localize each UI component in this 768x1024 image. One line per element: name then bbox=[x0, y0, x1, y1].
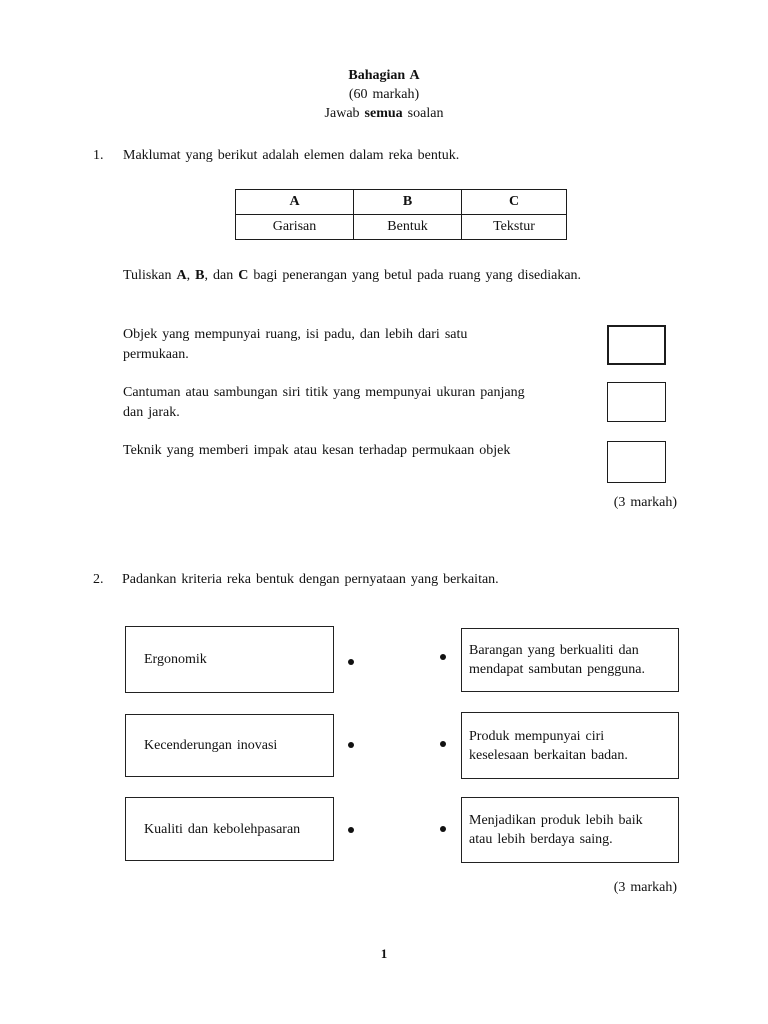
match-right-box-1[interactable]: Barangan yang berkualiti dan mendapat sa… bbox=[461, 628, 679, 692]
match-point-right-2[interactable] bbox=[440, 741, 446, 747]
section-title: Bahagian A bbox=[348, 68, 420, 83]
clue-text-2: Cantuman atau sambungan siri titik yang … bbox=[123, 385, 525, 420]
clue-text-3: Teknik yang memberi impak atau kesan ter… bbox=[123, 443, 511, 458]
match-left-label: Ergonomik bbox=[144, 652, 207, 667]
answer-box-1[interactable] bbox=[607, 325, 666, 365]
table-header-b: B bbox=[353, 189, 462, 215]
table-value-row: Garisan Bentuk Tekstur bbox=[235, 214, 567, 240]
question-1-text: Maklumat yang berikut adalah elemen dala… bbox=[123, 148, 460, 163]
table-cell-garisan: Garisan bbox=[235, 214, 354, 240]
table-cell-tekstur: Tekstur bbox=[461, 214, 567, 240]
question-1-marks: (3 markah) bbox=[613, 495, 677, 510]
match-right-box-3[interactable]: Menjadikan produk lebih baik atau lebih … bbox=[461, 797, 679, 863]
answer-box-3[interactable] bbox=[607, 441, 666, 483]
question-1-instruction: Tuliskan A, B, dan C bagi penerangan yan… bbox=[123, 268, 581, 284]
question-1-number: 1. bbox=[93, 148, 104, 163]
page-number: 1 bbox=[380, 946, 388, 961]
q1-instr-letter-a: A bbox=[176, 268, 187, 283]
table-header-a: A bbox=[235, 189, 354, 215]
q1-instr-part: , bbox=[186, 268, 196, 283]
match-point-right-1[interactable] bbox=[440, 654, 446, 660]
q1-instr-letter-b: B bbox=[195, 268, 205, 283]
match-right-label: Produk mempunyai ciri keselesaan berkait… bbox=[469, 728, 628, 763]
q1-instr-part: Tuliskan bbox=[123, 268, 177, 283]
table-header-row: A B C bbox=[235, 189, 567, 215]
match-right-box-2[interactable]: Produk mempunyai ciri keselesaan berkait… bbox=[461, 712, 679, 779]
match-right-label: Barangan yang berkualiti dan mendapat sa… bbox=[469, 643, 646, 677]
match-left-label: Kecenderungan inovasi bbox=[144, 738, 278, 753]
q1-instr-part: bagi penerangan yang betul pada ruang ya… bbox=[248, 268, 582, 283]
match-point-left-2[interactable] bbox=[348, 742, 354, 748]
answer-box-2[interactable] bbox=[607, 382, 666, 422]
clue-text-1: Objek yang mempunyai ruang, isi padu, da… bbox=[123, 327, 468, 362]
section-marks-total: (60 markah) bbox=[348, 87, 420, 102]
section-instruction-suffix: soalan bbox=[402, 106, 444, 121]
q1-instr-letter-c: C bbox=[238, 268, 249, 283]
match-point-left-3[interactable] bbox=[348, 827, 354, 833]
match-point-left-1[interactable] bbox=[348, 659, 354, 665]
match-left-box-inovasi[interactable]: Kecenderungan inovasi bbox=[125, 714, 334, 777]
match-right-label: Menjadikan produk lebih baik atau lebih … bbox=[469, 813, 643, 847]
question-2-marks: (3 markah) bbox=[613, 880, 677, 895]
section-instruction-prefix: Jawab bbox=[324, 106, 365, 121]
match-left-box-kualiti[interactable]: Kualiti dan kebolehpasaran bbox=[125, 797, 334, 861]
section-instruction-bold: semua bbox=[364, 106, 403, 121]
match-left-label: Kualiti dan kebolehpasaran bbox=[144, 821, 301, 837]
section-instruction: Jawab semua soalan bbox=[0, 104, 768, 123]
question-2-text: Padankan kriteria reka bentuk dengan per… bbox=[122, 572, 499, 587]
match-left-box-ergonomik[interactable]: Ergonomik bbox=[125, 626, 334, 693]
match-point-right-3[interactable] bbox=[440, 826, 446, 832]
question-2-number: 2. bbox=[93, 572, 104, 587]
table-cell-bentuk: Bentuk bbox=[353, 214, 462, 240]
elements-table: A B C Garisan Bentuk Tekstur bbox=[235, 189, 567, 240]
table-header-c: C bbox=[461, 189, 567, 215]
q1-instr-part: , dan bbox=[204, 268, 239, 283]
